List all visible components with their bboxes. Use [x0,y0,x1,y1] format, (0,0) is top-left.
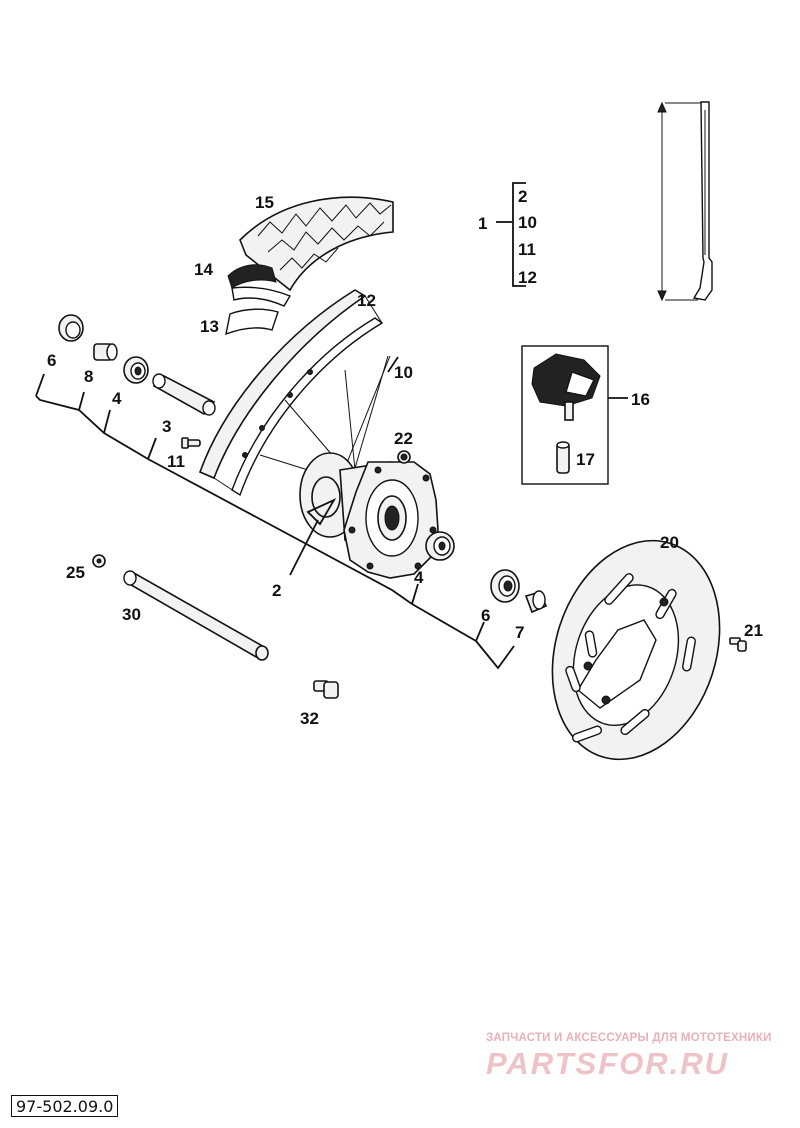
screw-11 [181,437,201,449]
brake-disc [551,539,721,761]
callout-32: 32 [300,709,319,728]
callout-12-kit: 12 [518,268,537,287]
callout-16: 16 [631,390,650,409]
nipple-22 [397,450,411,464]
callout-22: 22 [394,429,413,448]
spoke [692,101,713,301]
valve-inset [521,345,628,485]
callout-13: 13 [200,317,219,336]
callout-6-right: 6 [481,606,490,625]
callout-30: 30 [122,605,141,624]
bearing-4-right [425,531,455,561]
callout-4-left: 4 [112,389,122,408]
callout-10-kit: 10 [518,213,537,232]
inner-tube [227,264,292,307]
callout-17: 17 [576,450,595,469]
axle-30 [123,570,269,661]
document-number: 97-502.09.0 [11,1095,119,1117]
spacer-8 [93,343,118,361]
callout-14: 14 [194,260,213,279]
spoke-length-dimension [657,101,708,302]
callout-11: 11 [167,452,185,471]
callout-25: 25 [66,563,85,582]
distance-sleeve-3 [152,373,216,416]
bearing-4-left [123,356,149,384]
watermark-logo: PARTSFOR.RU [486,1046,730,1081]
callout-21: 21 [744,621,763,640]
spacer-7 [524,590,548,614]
callout-4-right: 4 [414,568,424,587]
tire [239,196,394,292]
axis-line-left [35,373,515,670]
kit-group-bracket: 1 2 10 11 12 [478,182,537,287]
rim-band [225,308,279,336]
seal-6-right [490,569,520,603]
screw-32 [313,680,339,699]
callout-11-kit: 11 [518,240,536,259]
callout-15: 15 [255,193,274,212]
callout-8: 8 [84,367,93,386]
callout-1: 1 [478,214,487,233]
callout-12: 12 [357,291,376,310]
callout-3: 3 [162,417,171,436]
nut-25 [92,554,106,568]
watermark-tagline: ЗАПЧАСТИ И АКСЕССУАРЫ ДЛЯ МОТОТЕХНИКИ [486,1032,772,1044]
callout-10: 10 [394,363,413,382]
callout-2: 2 [272,581,281,600]
callout-7: 7 [515,623,524,642]
callout-2-kit: 2 [518,187,527,206]
rim [198,289,384,497]
seal-6-left [58,314,84,342]
callout-20: 20 [660,533,679,552]
disc-screw-21 [729,637,747,652]
callout-6-left: 6 [47,351,56,370]
hub [299,452,439,579]
